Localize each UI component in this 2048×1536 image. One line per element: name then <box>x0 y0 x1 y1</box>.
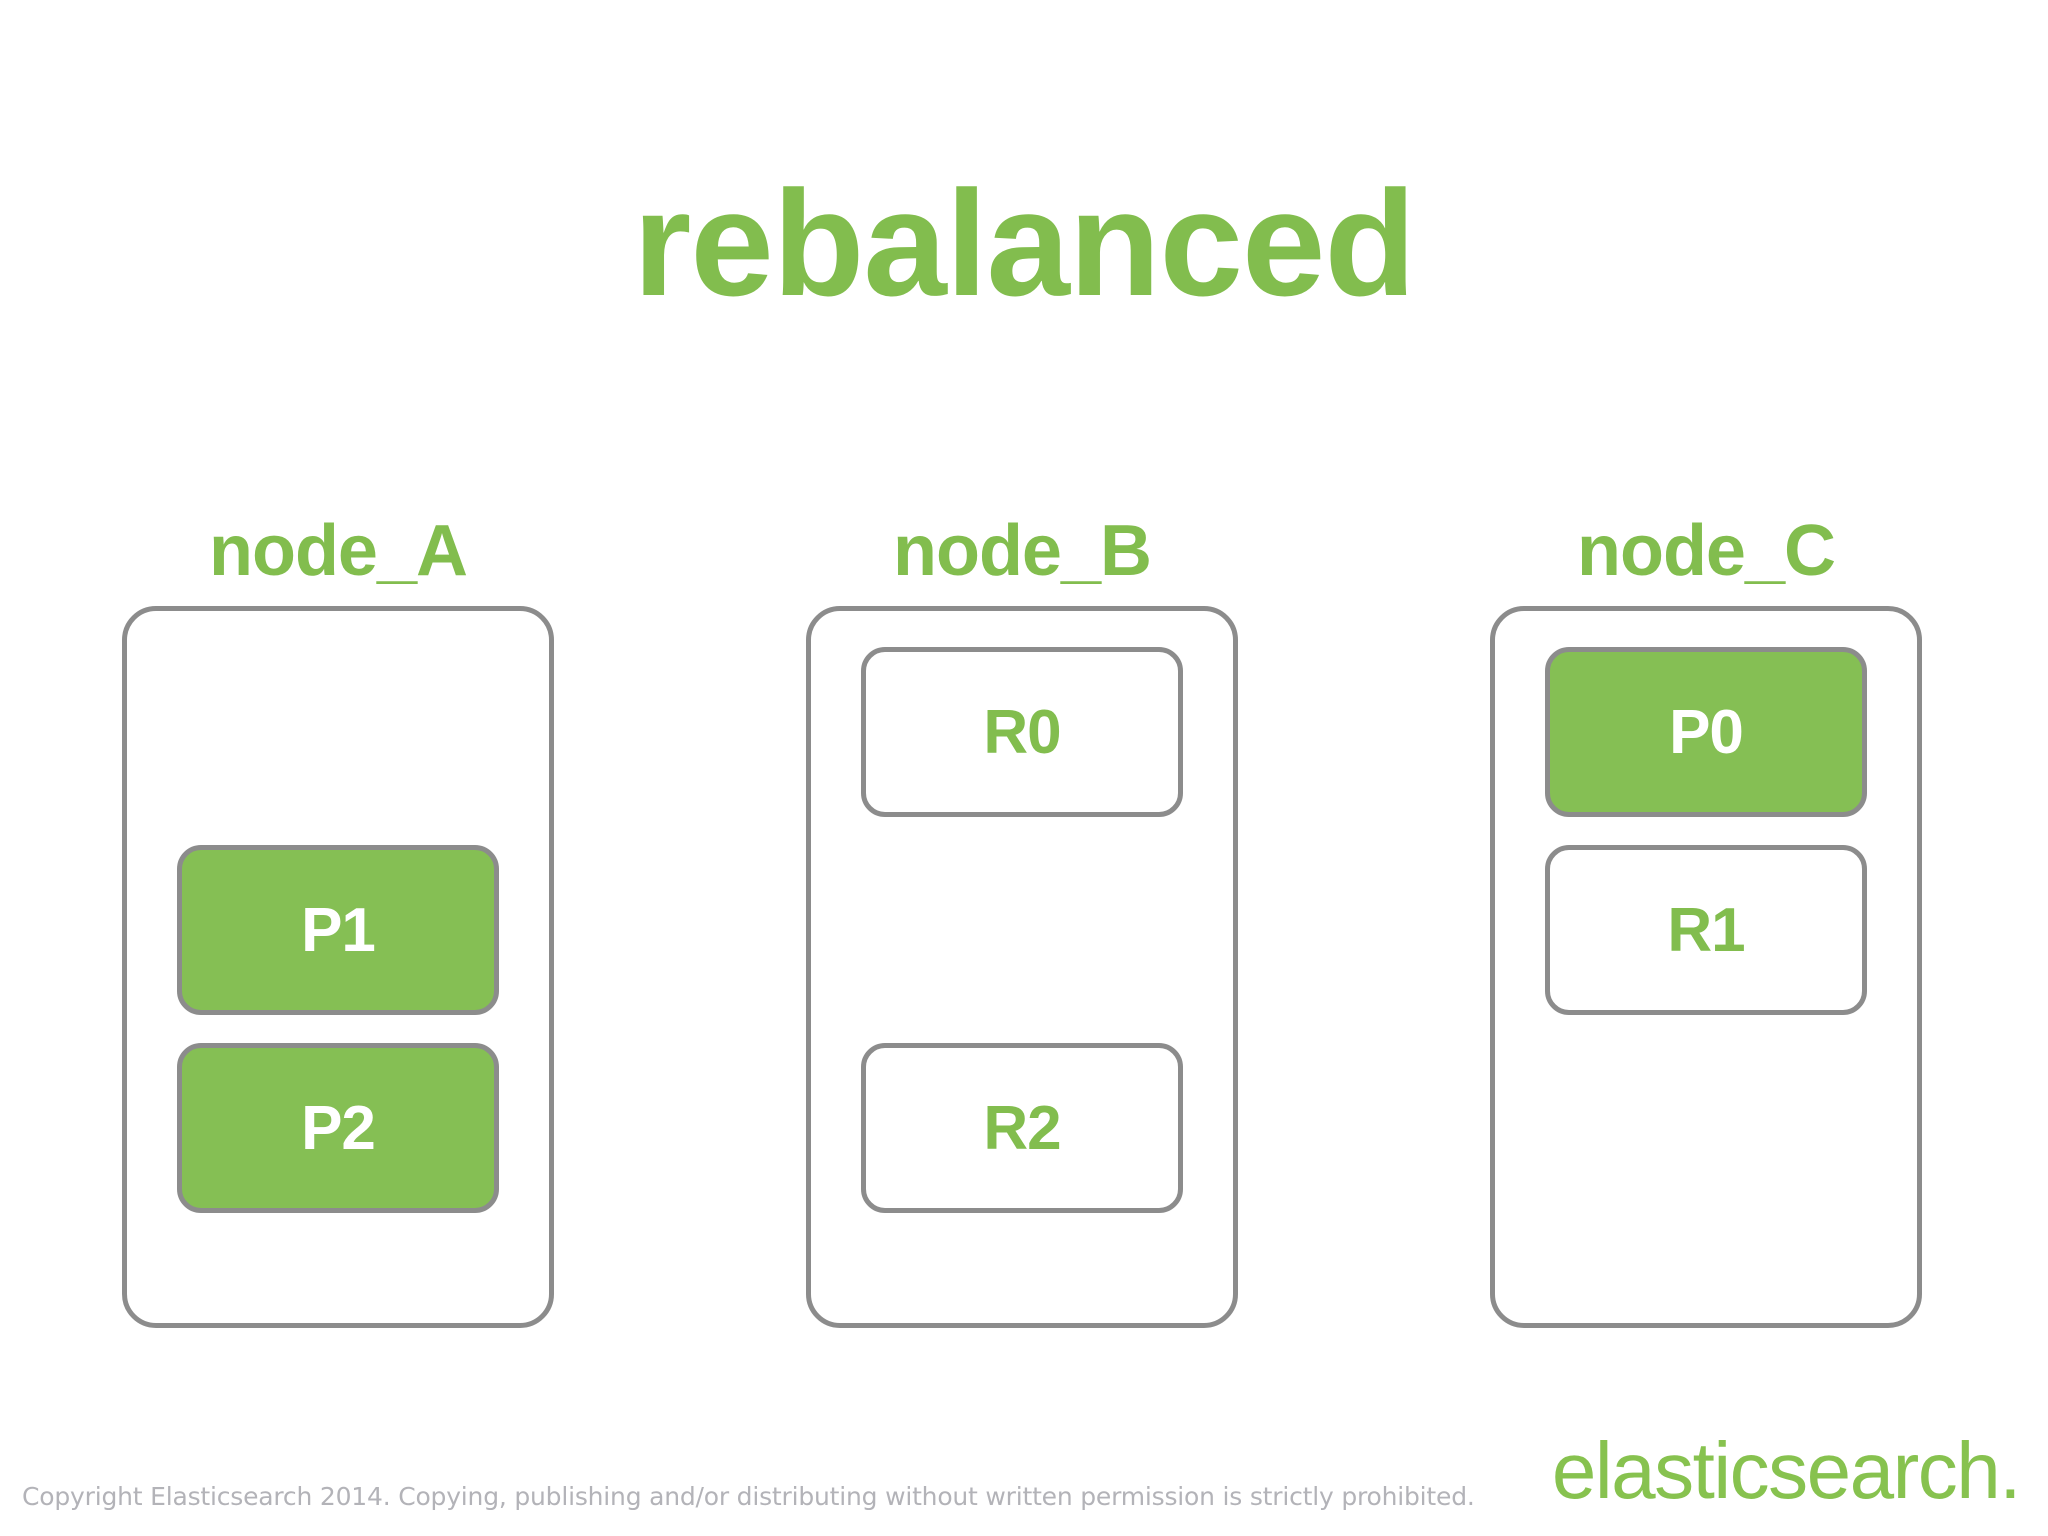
shard-empty <box>861 845 1183 1015</box>
node-label-b: node_B <box>892 511 1152 591</box>
shard-slot <box>1545 1043 1867 1213</box>
shard-slot: R0 <box>861 647 1183 817</box>
shard-empty <box>177 647 499 817</box>
node-box-b: R0 R2 <box>806 606 1238 1328</box>
node-node-c: node_C P0 R1 <box>1490 512 1922 1328</box>
node-node-a: node_A P1 P2 <box>122 512 554 1328</box>
shard-slot: P1 <box>177 845 499 1015</box>
shard-slot <box>177 647 499 817</box>
shard-replica-r1[interactable]: R1 <box>1545 845 1867 1015</box>
node-label-c: node_C <box>1576 511 1836 591</box>
shard-slot: R2 <box>861 1043 1183 1213</box>
shard-slot: P0 <box>1545 647 1867 817</box>
shard-primary-p0[interactable]: P0 <box>1545 647 1867 817</box>
cluster-nodes-row: node_A P1 P2 node_B R0 R2 <box>122 512 1922 1332</box>
shard-slot <box>861 845 1183 1015</box>
shard-replica-r2[interactable]: R2 <box>861 1043 1183 1213</box>
shard-replica-r0[interactable]: R0 <box>861 647 1183 817</box>
shard-primary-p2[interactable]: P2 <box>177 1043 499 1213</box>
node-node-b: node_B R0 R2 <box>806 512 1238 1328</box>
copyright-notice: Copyright Elasticsearch 2014. Copying, p… <box>22 1482 1475 1511</box>
shard-slot: P2 <box>177 1043 499 1213</box>
node-label-a: node_A <box>208 511 468 591</box>
elasticsearch-logo: elasticsearch. <box>1551 1426 2022 1515</box>
shard-primary-p1[interactable]: P1 <box>177 845 499 1015</box>
page-title: rebalanced <box>632 159 1416 327</box>
shard-slot: R1 <box>1545 845 1867 1015</box>
node-box-c: P0 R1 <box>1490 606 1922 1328</box>
shard-empty <box>1545 1043 1867 1213</box>
node-box-a: P1 P2 <box>122 606 554 1328</box>
